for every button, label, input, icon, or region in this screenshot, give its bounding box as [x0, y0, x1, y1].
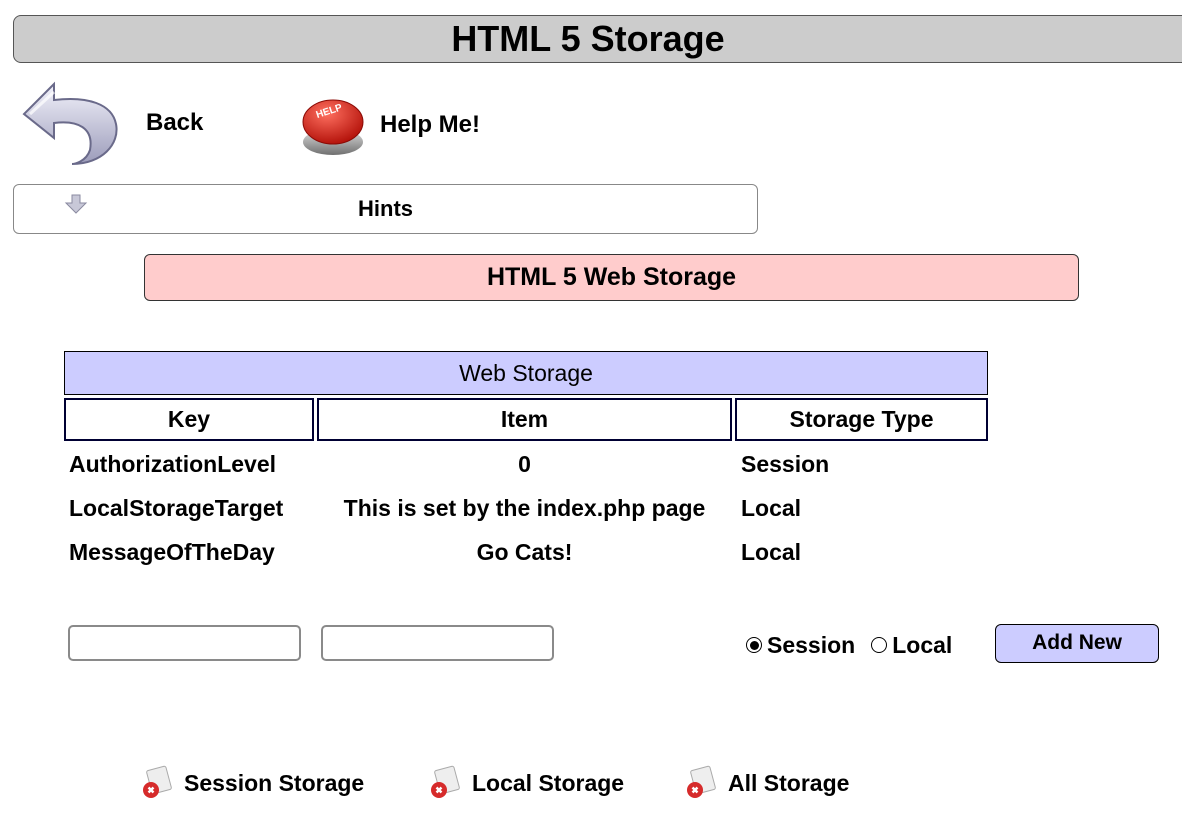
- back-arrow-icon: [22, 81, 118, 165]
- radio-selected-dot: [749, 640, 759, 650]
- column-header-item: Item: [317, 398, 732, 441]
- radio-local-button[interactable]: [871, 637, 888, 653]
- radio-session[interactable]: Session: [746, 632, 855, 659]
- column-header-storage-type: Storage Type: [735, 398, 988, 441]
- back-link[interactable]: Back: [20, 78, 203, 168]
- radio-session-button[interactable]: [746, 637, 762, 653]
- row-item: This is set by the index.php page: [343, 495, 706, 521]
- add-new-button[interactable]: Add New: [995, 624, 1159, 663]
- clear-local-storage-link[interactable]: Local Storage: [428, 765, 624, 801]
- footer-link-label: Session Storage: [184, 769, 365, 796]
- radio-session-label: Session: [767, 631, 856, 658]
- item-input[interactable]: [321, 625, 554, 661]
- row-item: 0: [518, 451, 531, 477]
- row-item: Go Cats!: [476, 539, 573, 565]
- clear-session-storage-link[interactable]: Session Storage: [140, 765, 364, 801]
- row-key: LocalStorageTarget: [69, 495, 284, 521]
- radio-local-label: Local: [892, 631, 953, 658]
- row-storage-type: Session: [741, 451, 830, 477]
- storage-type-radio-group: Session Local: [746, 627, 952, 663]
- back-label: Back: [146, 109, 204, 136]
- radio-local[interactable]: Local: [871, 632, 952, 659]
- delete-storage-icon: [431, 765, 460, 798]
- row-key: AuthorizationLevel: [69, 451, 277, 477]
- row-storage-type: Local: [741, 495, 802, 521]
- footer-link-label: All Storage: [728, 769, 850, 796]
- section-title: HTML 5 Web Storage: [144, 254, 1079, 301]
- clear-all-storage-link[interactable]: All Storage: [684, 765, 849, 801]
- key-input[interactable]: [68, 625, 301, 661]
- help-label: Help Me!: [380, 111, 481, 138]
- help-link[interactable]: HELP Help Me!: [298, 90, 480, 160]
- delete-storage-icon: [143, 765, 172, 798]
- down-arrow-icon: [64, 194, 88, 214]
- row-key: MessageOfTheDay: [69, 539, 275, 565]
- delete-storage-icon: [687, 765, 716, 798]
- table-caption: Web Storage: [64, 351, 988, 395]
- footer-link-label: Local Storage: [472, 769, 625, 796]
- hints-label: Hints: [358, 196, 413, 221]
- help-button-icon: HELP: [302, 99, 364, 155]
- row-storage-type: Local: [741, 539, 802, 565]
- hints-toggle[interactable]: Hints: [13, 184, 758, 234]
- page-title: HTML 5 Storage: [13, 15, 1182, 63]
- column-header-key: Key: [64, 398, 314, 441]
